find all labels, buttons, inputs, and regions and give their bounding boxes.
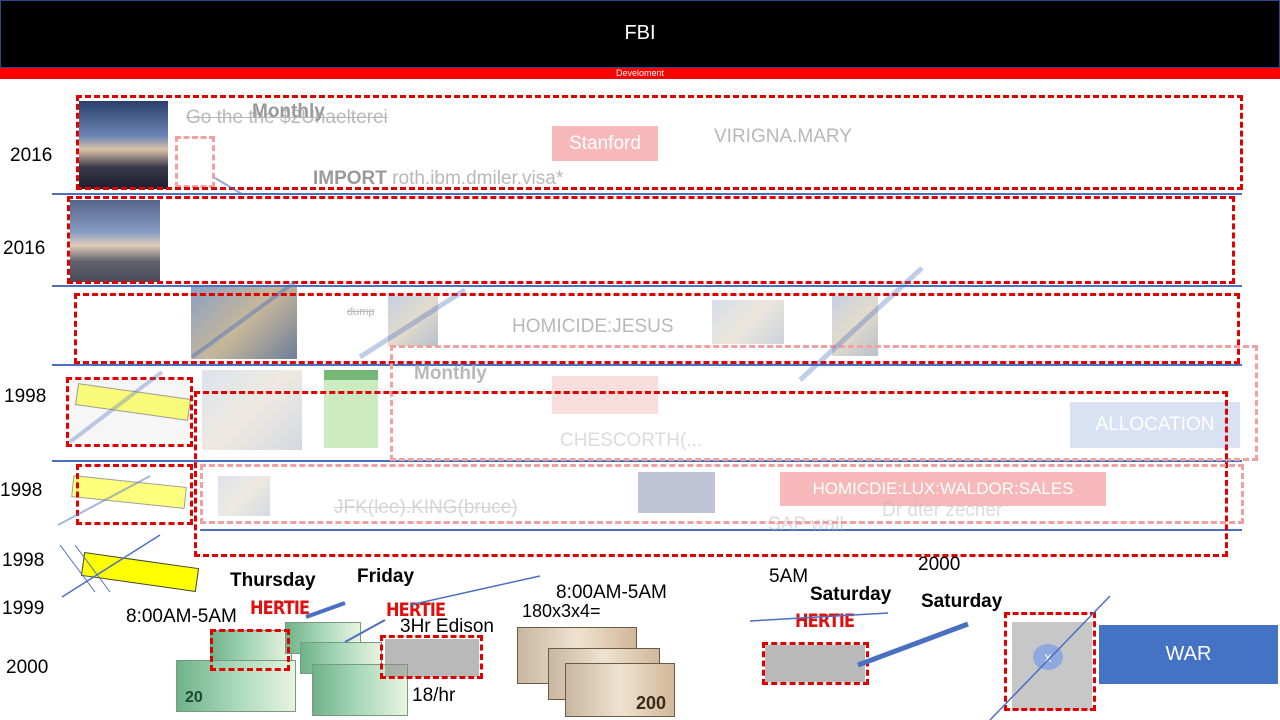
year-2000-label: 2000 bbox=[918, 554, 961, 575]
war-button[interactable]: WAR bbox=[1099, 625, 1278, 684]
dump-label: dump bbox=[347, 306, 375, 318]
year-label: 2016 bbox=[3, 238, 46, 259]
page-title: FBI bbox=[624, 22, 656, 44]
stroke bbox=[61, 534, 161, 598]
green-document bbox=[324, 370, 378, 448]
stroke bbox=[409, 575, 541, 606]
stroke bbox=[344, 619, 386, 643]
row-frame bbox=[76, 95, 1243, 190]
store-logo bbox=[765, 645, 865, 682]
row-frame bbox=[200, 464, 1244, 524]
faded-box bbox=[552, 376, 658, 414]
stroke bbox=[214, 177, 243, 195]
allocation-button[interactable]: ALLOCATION bbox=[1070, 402, 1240, 448]
timeline-line bbox=[52, 193, 1242, 195]
time-label: 8:00AM-5AM bbox=[126, 606, 237, 627]
import-keyword: IMPORT bbox=[313, 168, 387, 189]
stroke bbox=[989, 595, 1111, 720]
homicide-lux-label: HOMICDIE:LUX:WALDOR:SALES bbox=[780, 472, 1106, 506]
close-icon[interactable]: x bbox=[1033, 644, 1063, 670]
hertie-logo: HERTIE bbox=[386, 599, 446, 621]
faded-frame bbox=[390, 345, 1258, 461]
hertie-logo: HERTIE bbox=[250, 597, 310, 619]
dr-label: Dr dter zecher bbox=[882, 500, 1003, 521]
year-label: 2016 bbox=[10, 145, 53, 166]
thumbnail-photo bbox=[218, 476, 270, 516]
stroke bbox=[74, 544, 111, 593]
timeline-line bbox=[52, 364, 1242, 366]
item-frame bbox=[210, 629, 290, 671]
banknote-200: 200 bbox=[565, 663, 675, 717]
virigna-label: VIRIGNA.MARY bbox=[714, 126, 852, 147]
year-label: 1998 bbox=[0, 480, 43, 501]
thursday-label: Thursday bbox=[230, 570, 316, 591]
thumbnail-photo bbox=[638, 472, 715, 513]
thumbnail-photo bbox=[712, 300, 784, 344]
faded-text: Go the the $2Uhaelterei bbox=[186, 107, 388, 128]
timeline-line bbox=[52, 285, 1242, 287]
year-label: 1999 bbox=[2, 598, 45, 619]
news-photo bbox=[202, 370, 302, 450]
import-text: IMPORT roth.ibm.dmiler.visa* bbox=[313, 168, 563, 190]
year-label: 1998 bbox=[4, 386, 47, 407]
item-frame bbox=[380, 635, 483, 679]
item-frame bbox=[66, 377, 193, 447]
chescorth-label: CHESCORTH(... bbox=[560, 430, 703, 451]
title-bar bbox=[0, 0, 1280, 68]
rate-label: 18/hr bbox=[412, 685, 456, 706]
faded-photo-frame bbox=[175, 136, 215, 188]
monthly-label: Monthly bbox=[414, 363, 487, 384]
stroke bbox=[190, 280, 297, 359]
stanford-label: Stanford bbox=[552, 126, 658, 161]
stroke bbox=[358, 287, 467, 360]
stroke bbox=[798, 266, 924, 382]
edison-label: 3Hr Edison bbox=[400, 616, 494, 637]
year-label: 1998 bbox=[2, 550, 45, 571]
news-photo bbox=[191, 287, 297, 359]
import-rest: roth.ibm.dmiler.visa* bbox=[386, 168, 564, 189]
time-label: 8:00AM-5AM bbox=[556, 582, 667, 603]
portrait-photo bbox=[70, 200, 160, 282]
homicide-label: HOMICIDE:JESUS bbox=[512, 316, 674, 337]
jfk-label: JFK(lee).KING(bruce) bbox=[334, 497, 518, 518]
timeline-line bbox=[52, 460, 1242, 462]
stroke bbox=[305, 601, 346, 619]
calc-label: 180x3x4= bbox=[522, 601, 601, 621]
five-am-label: 5AM bbox=[769, 566, 809, 587]
subtitle-bar bbox=[0, 68, 1280, 79]
stroke bbox=[68, 370, 164, 444]
year-label: 2000 bbox=[6, 657, 49, 678]
page-subtitle: Develoment bbox=[615, 68, 665, 78]
timeline-line bbox=[200, 529, 1242, 531]
stroke bbox=[59, 544, 96, 593]
saturday-label: Saturday bbox=[921, 591, 1003, 612]
row-frame bbox=[194, 391, 1228, 557]
sap-label: SAP wall bbox=[768, 514, 844, 535]
store-logo bbox=[385, 639, 479, 677]
stroke bbox=[857, 621, 969, 668]
saturday-label: Saturday bbox=[810, 584, 892, 605]
item-frame bbox=[1004, 612, 1096, 711]
friday-label: Friday bbox=[357, 566, 415, 587]
item-frame bbox=[76, 464, 193, 525]
portrait-photo bbox=[79, 101, 168, 189]
row-frame bbox=[74, 293, 1240, 364]
row-frame bbox=[67, 196, 1235, 284]
stroke bbox=[749, 612, 889, 622]
stroke bbox=[57, 475, 151, 526]
monthly-label: Monthly bbox=[252, 101, 325, 122]
thumbnail-photo bbox=[388, 296, 438, 346]
